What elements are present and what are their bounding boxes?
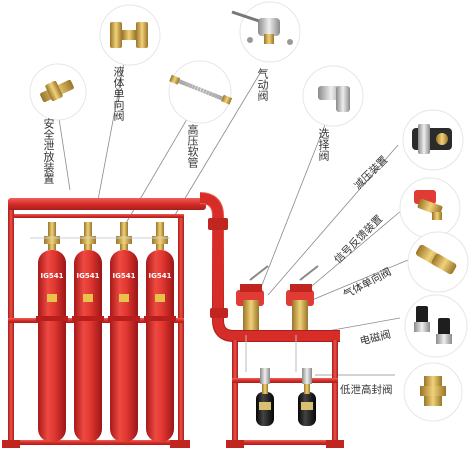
lever-valve-icon: [231, 10, 293, 45]
label-safety-relief-device: 安全泄放装置: [42, 118, 55, 184]
label-high-pressure-hose: 高压软管: [186, 124, 199, 168]
label-selector-valve: 选择阀: [317, 128, 330, 161]
control-gas-cylinders: [256, 368, 316, 426]
ig541-cylinder: IG541: [144, 222, 176, 442]
component-circle-high-pressure-hose: [168, 60, 233, 124]
selector-valves: [236, 265, 319, 372]
cylinder-label: IG541: [113, 272, 136, 280]
label-pneumatic-valve: 气动阀: [256, 68, 269, 101]
hose-icon: [169, 74, 233, 105]
component-circle-signal-feedback: [399, 177, 461, 239]
component-circle-solenoid-valve: [404, 294, 468, 358]
brass-fitting-icon: [40, 79, 74, 103]
component-circle-pressure-reducer: [402, 109, 464, 171]
ig541-cylinder: IG541: [72, 222, 104, 442]
solenoid-icon: [414, 306, 452, 344]
label-liquid-check-valve: 液体单向阀: [112, 66, 125, 121]
ig541-cylinder: IG541: [36, 222, 68, 442]
cylinder-label: IG541: [149, 272, 172, 280]
elbow-valve-icon: [318, 86, 350, 112]
brass-check-valve-icon: [415, 244, 457, 275]
component-circle-pneumatic-valve: [231, 1, 301, 63]
cylinder-label: IG541: [41, 272, 64, 280]
brass-valve-icon: [110, 22, 148, 48]
component-circle-safety-relief: [29, 63, 87, 121]
brass-nut-icon: [420, 376, 446, 406]
pressure-switch-icon: [414, 190, 443, 220]
label-low-leak-seal-valve: 低泄高封阀: [340, 384, 393, 396]
ig541-cylinder: IG541: [108, 222, 140, 442]
component-circle-selector-valve: [302, 65, 364, 127]
selector-frame: [226, 340, 344, 448]
component-circle-liquid-check-valve: [99, 4, 161, 66]
cylinder-label: IG541: [77, 272, 100, 280]
callout-lines: [57, 61, 409, 376]
manifold-pipe: [8, 192, 340, 342]
reducer-icon: [412, 124, 452, 154]
component-circle-gas-check-valve: [407, 231, 469, 293]
component-circle-low-leak-seal: [403, 362, 463, 422]
ig541-cylinders: IG541 IG541 IG541 IG541: [36, 222, 176, 442]
